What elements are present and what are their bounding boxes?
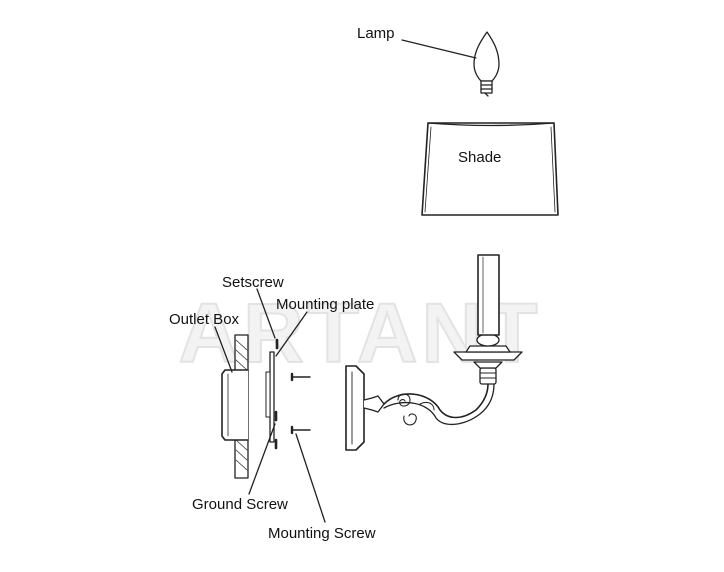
lamp-bulb-icon [473, 31, 500, 97]
ground-screw-leader-line [248, 423, 276, 495]
label-ground-screw: Ground Screw [192, 496, 288, 513]
candle-sleeve [477, 254, 500, 336]
label-shade: Shade [458, 149, 502, 166]
label-mounting-screw: Mounting Screw [268, 525, 376, 542]
mounting-plate-shape [265, 351, 275, 443]
label-lamp: Lamp [357, 25, 395, 42]
sconce-backplate [345, 365, 365, 451]
mounting-plate-leader-line [275, 311, 308, 357]
label-setscrew: Setscrew [222, 274, 284, 291]
outlet-box-leader-line [214, 326, 233, 373]
shade-shape [421, 122, 559, 216]
lamp-leader-line [401, 39, 477, 59]
label-outlet-box: Outlet Box [169, 311, 240, 328]
mounting-screw-icon [290, 372, 311, 435]
label-mounting-plate: Mounting plate [276, 296, 375, 313]
mounting-screw-leader-line [295, 433, 326, 523]
outlet-box-shape [221, 369, 249, 441]
sconce-arm [363, 383, 495, 426]
setscrew-leader-line [256, 288, 276, 339]
